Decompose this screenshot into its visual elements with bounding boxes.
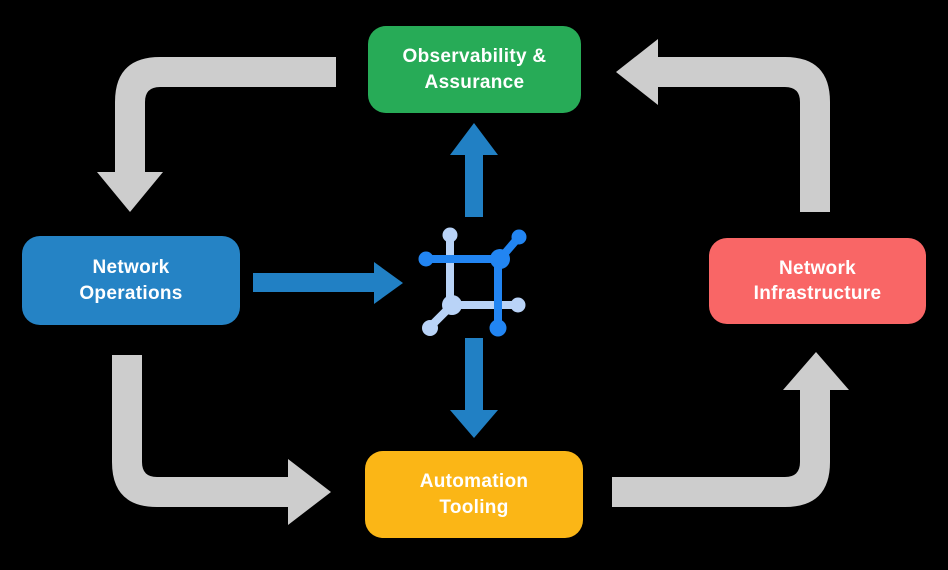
arrow-shape (450, 338, 498, 438)
node-observability-assurance-label: Observability & Assurance (402, 46, 547, 93)
arrow-shape (97, 57, 336, 212)
arrow-center-to-automation (450, 338, 498, 438)
arrow-shape (450, 123, 498, 217)
node-automation-tooling: Automation Tooling (365, 451, 583, 538)
network-fabric-icon (418, 227, 527, 337)
node-network-infrastructure: Network Infrastructure (709, 238, 926, 324)
node-network-operations-label: Network Operations (79, 257, 183, 304)
node-network-operations: Network Operations (22, 236, 240, 325)
arrow-observability-to-network-operations (97, 57, 336, 212)
arrow-shape (112, 355, 331, 525)
network-fabric-icon-light-part (422, 227, 526, 336)
arrow-network-operations-to-automation (112, 355, 331, 525)
node-automation-tooling-label: Automation Tooling (419, 471, 529, 518)
arrow-network-infrastructure-to-observability (616, 39, 830, 212)
node-network-infrastructure-label: Network Infrastructure (753, 257, 882, 304)
network-fabric-icon-dark-part (418, 229, 527, 337)
arrow-center-to-observability (450, 123, 498, 217)
arrow-automation-to-network-infrastructure (612, 352, 849, 507)
node-observability-assurance: Observability & Assurance (368, 26, 581, 113)
arrow-network-operations-to-center (253, 262, 403, 304)
arrow-shape (616, 39, 830, 212)
arrow-shape (253, 262, 403, 304)
arrow-shape (612, 352, 849, 507)
